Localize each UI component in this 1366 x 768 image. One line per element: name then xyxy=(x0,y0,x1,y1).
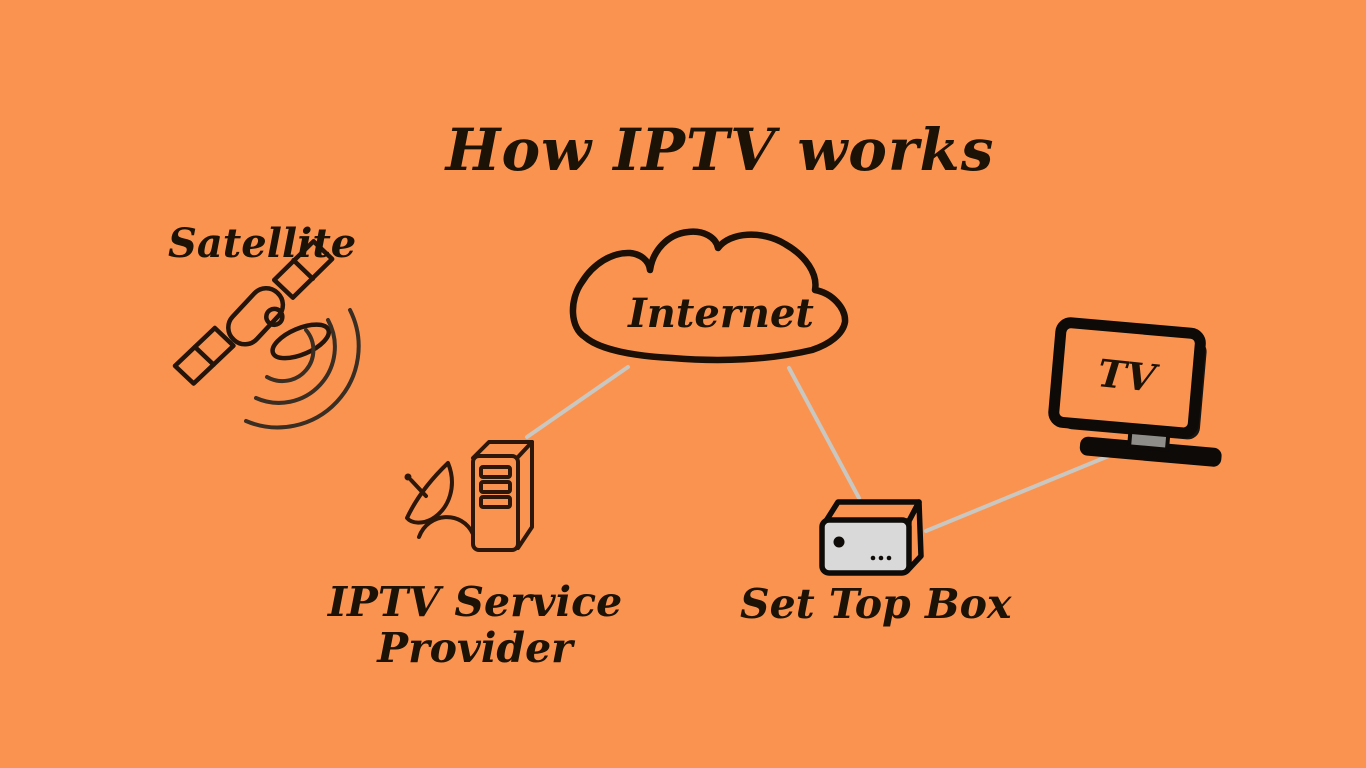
server-icon xyxy=(471,440,534,552)
connector-settopbox-to-tv xyxy=(924,451,1118,533)
set-top-box-label: Set Top Box xyxy=(740,580,1012,628)
connector-internet-to-settopbox xyxy=(787,366,861,500)
signal-waves-icon xyxy=(244,308,361,430)
iptv-provider-label-line1: IPTV Service xyxy=(327,578,623,626)
tv-screen-label: TV xyxy=(1095,350,1158,401)
connector-lines xyxy=(525,365,1118,533)
tv-icon xyxy=(1048,317,1222,467)
satellite-icon xyxy=(172,239,335,386)
server-with-dish-icon xyxy=(404,440,534,552)
iptv-provider-label: IPTV Service Provider xyxy=(325,578,625,672)
satellite-dish-icon xyxy=(404,461,475,539)
page-title: How IPTV works xyxy=(445,116,995,184)
internet-label: Internet xyxy=(628,290,814,337)
internet-cloud-icon xyxy=(569,228,849,364)
satellite-label: Satellite xyxy=(168,220,357,267)
set-top-box-icon xyxy=(819,499,924,576)
iptv-provider-label-line2: Provider xyxy=(377,623,573,672)
connector-internet-to-provider xyxy=(525,365,630,439)
